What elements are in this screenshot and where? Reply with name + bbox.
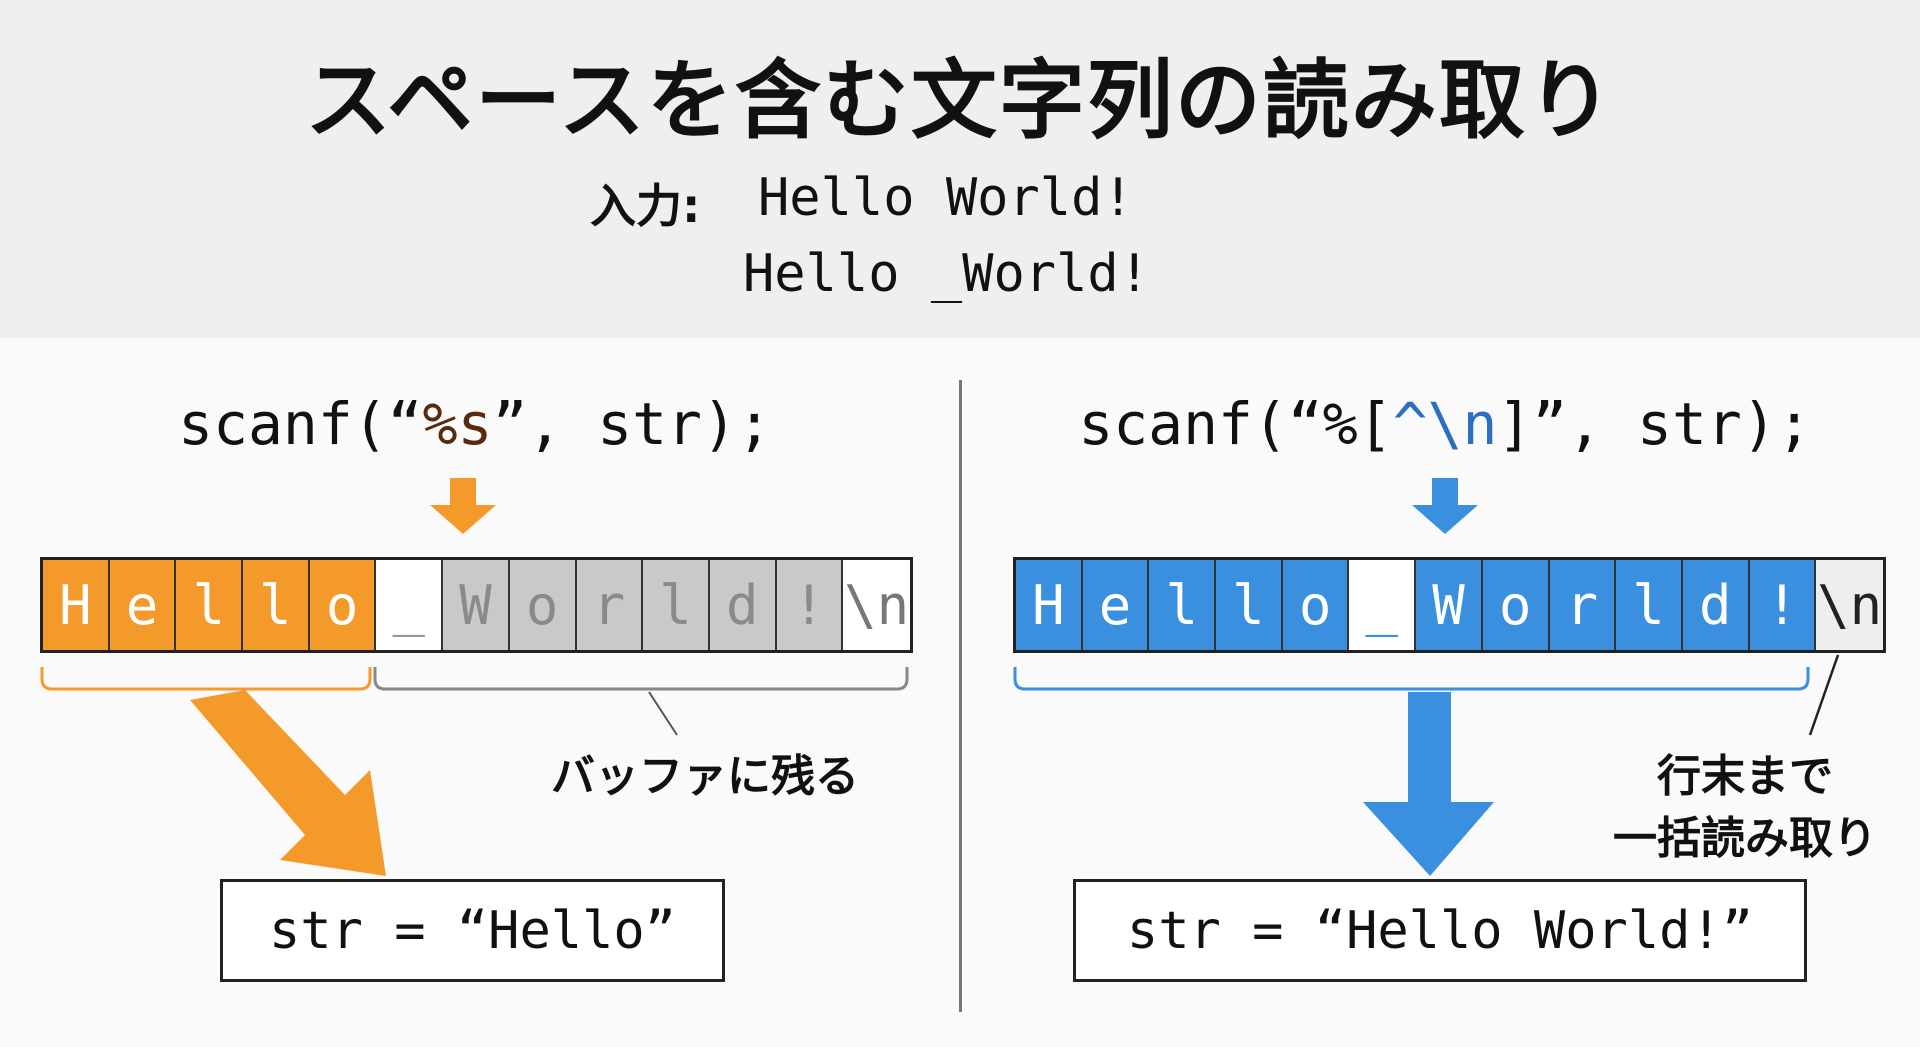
- format-specifier: ^\n: [1392, 390, 1498, 458]
- buffer-cell: l: [176, 560, 244, 650]
- buffer-cell: _: [1349, 560, 1417, 650]
- buffer-cell: \n: [1816, 560, 1883, 650]
- right-code: scanf(“%[^\n]”, str);: [995, 390, 1895, 458]
- buffer-cell: d: [1682, 560, 1750, 650]
- left-result-box: str = “Hello”: [220, 879, 725, 982]
- header-band: スペースを含む文字列の読み取り 入力: Hello World! Hello _…: [0, 0, 1920, 338]
- buffer-cell: H: [43, 560, 110, 650]
- buffer-remains-label: バッファに残る: [551, 751, 859, 802]
- buffer-cell: _: [376, 560, 444, 650]
- buffer-cell: l: [1616, 560, 1683, 650]
- buffer-cell: H: [1016, 560, 1083, 650]
- buffer-cell: l: [243, 560, 310, 650]
- buffer-cell: W: [1416, 560, 1483, 650]
- blue-big-down-arrow-icon: [1363, 692, 1494, 876]
- buffer-cell: o: [1282, 560, 1350, 650]
- slide-title: スペースを含む文字列の読み取り: [305, 51, 1615, 151]
- input-line-1: Hello World!: [758, 168, 1134, 228]
- gray-bracket: [373, 667, 909, 691]
- buffer-cell: !: [776, 560, 844, 650]
- buffer-cell: r: [576, 560, 644, 650]
- left-code: scanf(“%s”, str);: [25, 390, 925, 458]
- buffer-cell: o: [309, 560, 377, 650]
- buffer-cell: l: [643, 560, 710, 650]
- blue-down-arrow-icon: [1412, 478, 1478, 534]
- orange-down-arrow-icon: [430, 478, 496, 534]
- input-line-2: Hello _World!: [743, 244, 1150, 304]
- buffer-cell: !: [1749, 560, 1817, 650]
- leader-line: [648, 691, 678, 736]
- right-result-box: str = “Hello World!”: [1073, 879, 1807, 982]
- buffer-cell: r: [1549, 560, 1617, 650]
- buffer-cell: \n: [843, 560, 910, 650]
- orange-bracket: [40, 667, 372, 691]
- buffer-cell: W: [443, 560, 510, 650]
- buffer-cell: e: [1082, 560, 1150, 650]
- code-text: ”, str);: [492, 390, 772, 458]
- divider: [959, 380, 962, 1012]
- orange-diagonal-arrow-icon: [190, 690, 386, 876]
- buffer-cell: o: [509, 560, 577, 650]
- buffer-cell: l: [1149, 560, 1217, 650]
- leader-line: [1808, 654, 1840, 736]
- read-to-eol-label-2: 一括読み取り: [1613, 813, 1877, 864]
- format-specifier: %s: [422, 390, 493, 458]
- buffer-cell: o: [1482, 560, 1550, 650]
- code-text: scanf(“%[: [1078, 390, 1393, 458]
- buffer-cell: e: [109, 560, 177, 650]
- buffer-cell: d: [709, 560, 777, 650]
- buffer-cell: l: [1216, 560, 1283, 650]
- code-text: ]”, str);: [1497, 390, 1812, 458]
- read-to-eol-label-1: 行末まで: [1657, 751, 1833, 802]
- code-text: scanf(“: [178, 390, 423, 458]
- input-label: 入力:: [590, 179, 701, 233]
- blue-bracket: [1013, 667, 1810, 691]
